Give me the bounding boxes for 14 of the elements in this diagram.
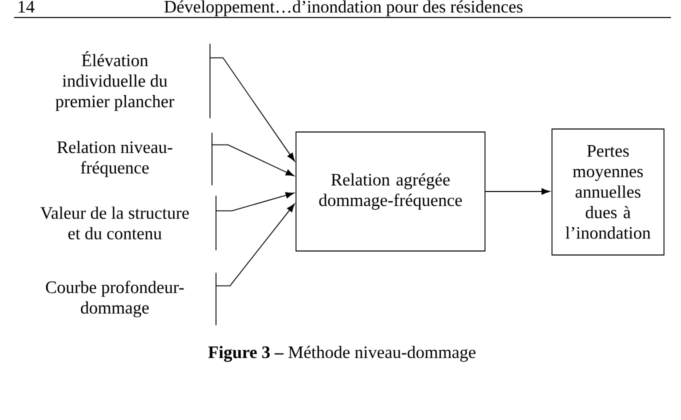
process-box: Relation agrégée dommage-fréquence bbox=[296, 132, 486, 252]
running-header: Développement…d’inondation pour des résidences bbox=[164, 0, 522, 16]
bracketed-label: Relation niveau-fréquence bbox=[57, 132, 212, 186]
page-number: 14 bbox=[18, 0, 34, 12]
figure-caption: Figure 3 – Méthode niveau-dommage bbox=[208, 346, 476, 362]
bracketed-label: Valeur de la structure et du contenu bbox=[40, 195, 216, 251]
bracketed-label: Élévation individuelle du premier plancher bbox=[56, 43, 210, 119]
result-box: Pertes moyennes annuelles dues à l’inondation bbox=[552, 128, 664, 256]
arrow bbox=[216, 192, 294, 212]
bracketed-label: Courbe profondeur-dommage bbox=[46, 272, 216, 326]
arrow bbox=[216, 204, 295, 286]
arrow bbox=[212, 144, 294, 176]
arrow bbox=[210, 57, 295, 162]
arrow bbox=[485, 188, 550, 195]
